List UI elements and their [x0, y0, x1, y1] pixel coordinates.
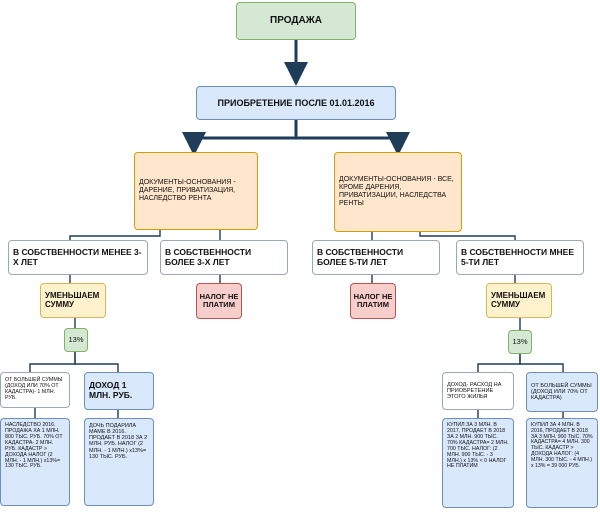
edge-pct-right-larger [519, 354, 564, 372]
pct-left-node: 13% [64, 328, 88, 352]
docs-right-label: ДОКУМЕНТЫ-ОСНОВАНИЯ - ВСЕ, КРОМЕ ДАРЕНИЯ… [339, 176, 454, 207]
example-bought-4m-label: КУПИЛ ЗА 4 МЛН. В 2016, ПРОДАЕТ В 2018 З… [531, 422, 593, 469]
own-more-3-node: В СОБСТВЕННОСТИ БОЛЕЕ 3-Х ЛЕТ [160, 240, 288, 275]
example-gift-label: ДОЧЬ ПОДАРИЛА МАМЕ В 2016. ПРОДАЕТ В 201… [89, 423, 148, 460]
edge-acquisition-docs-left [182, 120, 298, 156]
edge-docs-right-own-less-5 [419, 232, 516, 240]
larger-sum-left-label: ОТ БОЛЬШЕЙ СУММЫ (ДОХОД ИЛИ 70% ОТ КАДАС… [5, 377, 63, 401]
reduce-left-node: УМЕНЬШАЕМ СУММУ [40, 283, 106, 318]
own-more-5-node: В СОБСТВЕННОСТИ БОЛЕЕ 5-ТИ ЛЕТ [312, 240, 440, 275]
income-1m-node: ДОХОД 1 МЛН. РУБ. [84, 372, 154, 410]
larger-sum-right-node: ОТ БОЛЬШЕЙ СУММЫ (ДОХОД ИЛИ 70% ОТ КАДАС… [526, 372, 598, 412]
own-more-3-label: В СОБСТВЕННОСТИ БОЛЕЕ 3-Х ЛЕТ [165, 246, 252, 267]
docs-left-label: ДОКУМЕНТЫ-ОСНОВАНИЯ - ДАРЕНИЕ, ПРИВАТИЗА… [139, 179, 236, 202]
income-1m-label: ДОХОД 1 МЛН. РУБ. [89, 380, 133, 400]
own-less-5-label: В СОБСТВЕННОСТИ МНЕЕ 5-ТИ ЛЕТ [461, 246, 574, 267]
example-bought-3m-node: КУПИЛ ЗА 3 МЛН. В 2017, ПРОДАЕТ В 2018 З… [442, 418, 514, 508]
docs-left-node: ДОКУМЕНТЫ-ОСНОВАНИЯ - ДАРЕНИЕ, ПРИВАТИЗА… [134, 152, 258, 230]
larger-sum-left-node: ОТ БОЛЬШЕЙ СУММЫ (ДОХОД ИЛИ 70% ОТ КАДАС… [0, 372, 70, 408]
acquisition-label: ПРИОБРЕТЕНИЕ ПОСЛЕ 01.01.2016 [217, 97, 375, 108]
example-bought-4m-node: КУПИЛ ЗА 4 МЛН. В 2016, ПРОДАЕТ В 2018 З… [526, 418, 598, 508]
income-minus-expense-label: ДОХОД- РАСХОД НА ПРИОБРЕТЕНИЕ ЭТОГО ЖИЛЬ… [447, 381, 502, 401]
pct-left-label: 13% [68, 334, 84, 344]
own-less-5-node: В СОБСТВЕННОСТИ МНЕЕ 5-ТИ ЛЕТ [456, 240, 584, 275]
pct-right-node: 13% [508, 330, 532, 354]
reduce-left-label: УМЕНЬШАЕМ СУММУ [45, 290, 100, 309]
no-tax-left-node: НАЛОГ НЕ ПЛАТИМ [196, 283, 242, 319]
docs-right-node: ДОКУМЕНТЫ-ОСНОВАНИЯ - ВСЕ, КРОМЕ ДАРЕНИЯ… [334, 152, 462, 232]
reduce-right-label: УМЕНЬШАЕМ СУММУ [491, 290, 546, 309]
pct-right-label: 13% [512, 336, 528, 346]
edge-pct-right-expense [477, 354, 521, 372]
reduce-right-node: УМЕНЬШАЕМ СУММУ [486, 283, 552, 318]
income-minus-expense-node: ДОХОД- РАСХОД НА ПРИОБРЕТЕНИЕ ЭТОГО ЖИЛЬ… [442, 372, 514, 410]
acquisition-node: ПРИОБРЕТЕНИЕ ПОСЛЕ 01.01.2016 [196, 86, 396, 120]
no-tax-left-label: НАЛОГ НЕ ПЛАТИМ [199, 291, 239, 309]
root-node: ПРОДАЖА [236, 2, 356, 40]
edge-pct-left-income [74, 352, 119, 372]
example-inheritance-label: НАСЛЕДСТВО 2016. ПРОДАЖА ХА 1 МЛН. 800 Т… [5, 422, 63, 470]
own-less-3-label: В СОБСТВЕННОСТИ МЕНЕЕ 3-Х ЛЕТ [13, 246, 142, 267]
root-label: ПРОДАЖА [270, 15, 322, 27]
larger-sum-right-label: ОТ БОЛЬШЕЙ СУММЫ (ДОХОД ИЛИ 70% ОТ КАДАС… [531, 382, 592, 402]
edge-acquisition-docs-right [294, 120, 410, 156]
edge-pct-left-larger [29, 352, 76, 372]
edge-docs-left-own-less-3 [69, 230, 161, 240]
own-more-5-label: В СОБСТВЕННОСТИ БОЛЕЕ 5-ТИ ЛЕТ [317, 246, 404, 267]
no-tax-right-node: НАЛОГ НЕ ПЛАТИМ [350, 283, 396, 319]
example-gift-node: ДОЧЬ ПОДАРИЛА МАМЕ В 2016. ПРОДАЕТ В 201… [84, 418, 154, 506]
no-tax-right-label: НАЛОГ НЕ ПЛАТИМ [353, 291, 393, 309]
example-bought-3m-label: КУПИЛ ЗА 3 МЛН. В 2017, ПРОДАЕТ В 2018 З… [447, 422, 509, 470]
own-less-3-node: В СОБСТВЕННОСТИ МЕНЕЕ 3-Х ЛЕТ [8, 240, 148, 275]
example-inheritance-node: НАСЛЕДСТВО 2016. ПРОДАЖА ХА 1 МЛН. 800 Т… [0, 418, 70, 506]
